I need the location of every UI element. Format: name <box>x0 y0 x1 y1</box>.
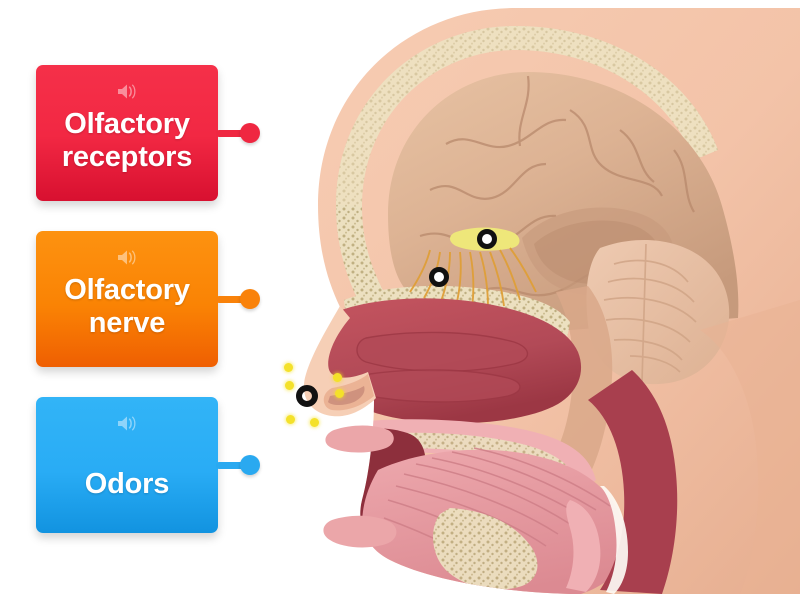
card-olfactory-nerve[interactable]: Olfactory nerve <box>36 231 260 367</box>
cerebral-sulci <box>419 75 695 297</box>
odor-particle <box>284 363 293 372</box>
connector-knob[interactable] <box>240 123 260 143</box>
epiglottis <box>566 500 601 592</box>
speaker-icon[interactable] <box>116 83 138 100</box>
connector-stem <box>216 296 246 303</box>
head-anatomy-illustration <box>270 0 800 600</box>
card-odors[interactable]: Odors <box>36 397 260 533</box>
connector-olfactory-receptors[interactable] <box>216 123 260 143</box>
connector-olfactory-nerve[interactable] <box>216 289 260 309</box>
odor-particle <box>335 389 344 398</box>
connector-stem <box>216 462 246 469</box>
skull-bone <box>336 26 718 312</box>
brain-stem <box>546 286 613 478</box>
pharynx <box>588 370 678 594</box>
connector-odors[interactable] <box>216 455 260 475</box>
speaker-icon[interactable] <box>116 415 138 432</box>
lower-lip <box>323 515 397 548</box>
odor-particle <box>310 418 319 427</box>
card-label: Olfactory nerve <box>64 274 190 339</box>
nasal-turbinates <box>356 331 529 403</box>
nostril <box>328 386 365 405</box>
connector-knob[interactable] <box>240 455 260 475</box>
mandible <box>433 508 538 590</box>
odor-particle <box>286 415 295 424</box>
odor-particle <box>333 373 342 382</box>
card-label: Odors <box>84 468 170 500</box>
larynx-cartilage <box>600 486 628 594</box>
marker-olfactory-receptors-target[interactable] <box>429 267 449 287</box>
marker-odors-target[interactable] <box>296 385 318 407</box>
card-label: Olfactory receptors <box>61 108 193 173</box>
odor-particle <box>285 381 294 390</box>
connector-stem <box>216 130 246 137</box>
cerebellum <box>586 239 730 385</box>
marker-olfactory-nerve-target[interactable] <box>477 229 497 249</box>
head-silhouette <box>305 8 800 594</box>
speaker-icon[interactable] <box>116 249 138 266</box>
card-olfactory-receptors[interactable]: Olfactory receptors <box>36 65 260 201</box>
upper-lip <box>325 425 394 453</box>
connector-knob[interactable] <box>240 289 260 309</box>
